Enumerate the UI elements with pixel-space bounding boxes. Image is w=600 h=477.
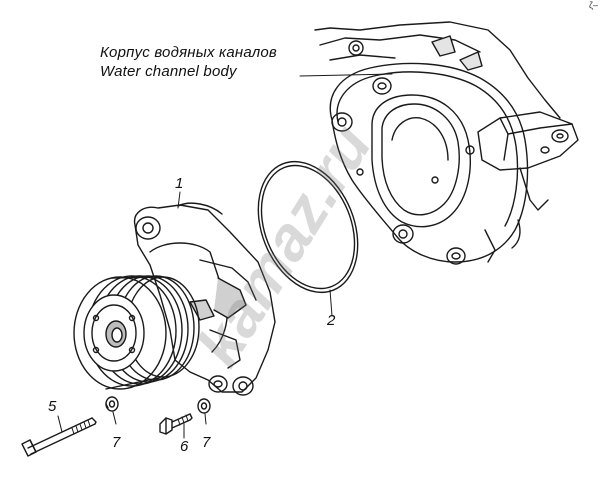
long-bolt [21, 417, 97, 457]
water-channel-body-title-en: Water channel body [100, 63, 237, 80]
callout-long-bolt: 5 [48, 398, 57, 415]
leader-lines [57, 73, 393, 439]
water-pump [73, 202, 276, 396]
water-channel-body [314, 21, 579, 265]
washer-right [197, 398, 211, 414]
callout-short-bolt: 6 [180, 438, 189, 455]
callout-oring: 2 [327, 312, 336, 329]
water-channel-body-title-ru: Корпус водяных каналов [100, 44, 277, 61]
callout-washer-left: 7 [112, 434, 121, 451]
callout-washer-right: 7 [202, 434, 211, 451]
corner-mark: ζ– [589, 0, 598, 10]
short-bolt [159, 413, 193, 435]
o-ring [257, 160, 359, 294]
washer-left [105, 396, 119, 412]
callout-pump: 1 [175, 175, 184, 192]
